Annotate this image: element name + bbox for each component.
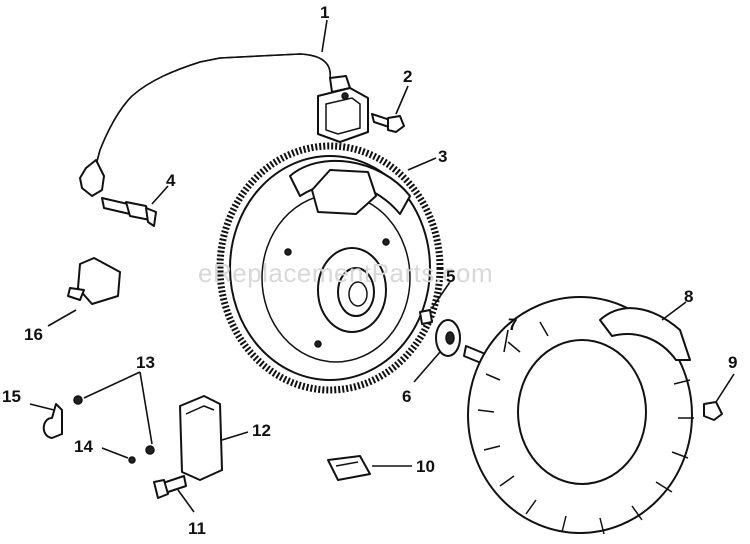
watermark-text: eReplacementParts.com [198, 258, 493, 288]
callout-8: 8 [684, 287, 693, 306]
callout-5: 5 [446, 267, 455, 286]
part-2-bolt [371, 113, 405, 133]
callout-2: 2 [403, 67, 412, 86]
part-5-flywheel-key [419, 309, 433, 325]
callout-16: 16 [24, 325, 43, 344]
callout-7: 7 [508, 315, 517, 334]
part-8-cooling-fan [467, 296, 694, 535]
part-3-flywheel [216, 142, 444, 394]
callout-6: 6 [402, 387, 411, 406]
part-4-spark-plug [101, 197, 157, 227]
ignition-module [317, 87, 369, 143]
leader-lines [29, 19, 735, 513]
callout-1: 1 [320, 3, 329, 22]
callout-4: 4 [166, 171, 176, 190]
callout-11: 11 [188, 519, 206, 538]
part-15-clamp [42, 403, 63, 439]
callout-3: 3 [438, 147, 447, 166]
callout-12: 12 [252, 421, 271, 440]
callout-9: 9 [728, 353, 737, 372]
part-6-washer [435, 319, 461, 357]
callout-10: 10 [416, 457, 435, 476]
callout-15: 15 [2, 387, 21, 406]
part-9-screw [703, 401, 723, 421]
part-11-screw [153, 475, 187, 499]
part-12-regulator [179, 395, 223, 481]
part-1-ignition-coil-wire [79, 53, 351, 197]
part-13-nut [73, 395, 155, 455]
part-10-spacer [327, 455, 371, 481]
callout-13: 13 [136, 353, 155, 372]
part-14-nut [128, 456, 136, 464]
part-16-connector [67, 257, 121, 305]
callout-14: 14 [74, 437, 93, 456]
